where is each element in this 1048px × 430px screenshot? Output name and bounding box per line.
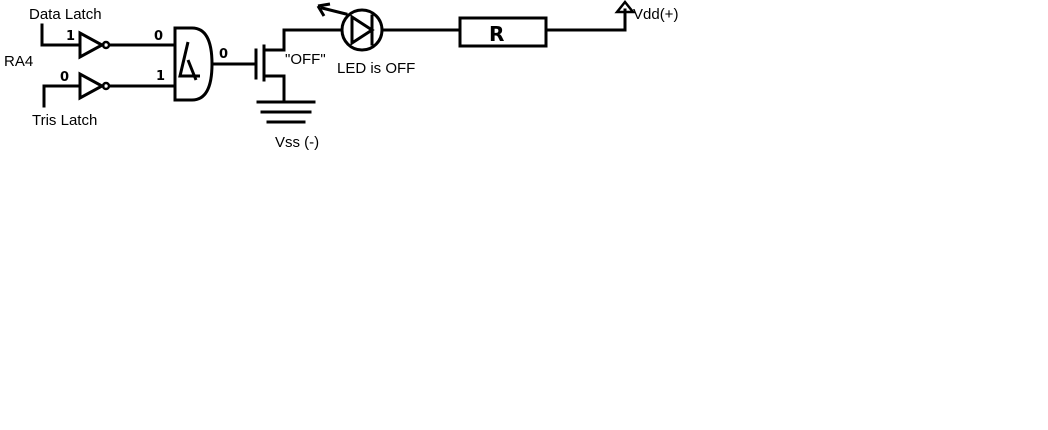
ra4-label: RA4 — [4, 53, 33, 70]
led-diode-triangle — [350, 14, 375, 46]
mosfet-source-wire — [262, 74, 286, 104]
mosfet-transistor — [254, 28, 342, 104]
and-gate — [173, 26, 255, 102]
and-in-top-value: 0 — [154, 29, 163, 44]
top-inverter-body — [78, 30, 106, 60]
data-latch-label: Data Latch — [29, 6, 102, 23]
bottom-inverter-bubble — [101, 81, 111, 91]
led-arrow-head — [316, 2, 331, 17]
and-gate-body — [173, 26, 214, 102]
resistor-to-vdd-wire — [544, 8, 627, 32]
data-latch-input — [40, 23, 82, 47]
bottom-inverter-body — [78, 71, 106, 101]
mosfet-drain-wire — [262, 28, 342, 52]
data-in-value: 1 — [66, 29, 75, 44]
tris-latch-wire — [42, 84, 82, 108]
bottom-inverter — [78, 71, 177, 101]
resistor-body — [458, 16, 548, 48]
led-icon — [316, 2, 462, 52]
vss-label: Vss (-) — [275, 134, 319, 151]
led-circle — [340, 8, 384, 52]
vdd-arrow-head — [614, 0, 636, 14]
resistor-label: R — [489, 22, 504, 46]
tris-in-value: 0 — [60, 70, 69, 85]
tris-latch-input — [42, 84, 82, 108]
and-out-value: 0 — [219, 47, 228, 62]
resistor — [458, 8, 627, 48]
data-latch-wire — [40, 23, 82, 47]
transistor-state-label: "OFF" — [285, 51, 326, 68]
vdd-label: Vdd(+) — [633, 6, 678, 23]
and-in-bottom-value: 1 — [156, 69, 165, 84]
vdd-arrow-icon — [614, 0, 636, 14]
and-gate-symbol — [178, 41, 200, 78]
and-gate-symbol-stroke — [186, 59, 198, 81]
led-emission-arrow — [320, 6, 348, 16]
top-inverter — [78, 30, 177, 60]
top-inverter-bubble — [101, 40, 111, 50]
led-state-label: LED is OFF — [337, 60, 415, 77]
ground-icon — [256, 100, 316, 124]
tris-latch-label: Tris Latch — [32, 112, 97, 129]
